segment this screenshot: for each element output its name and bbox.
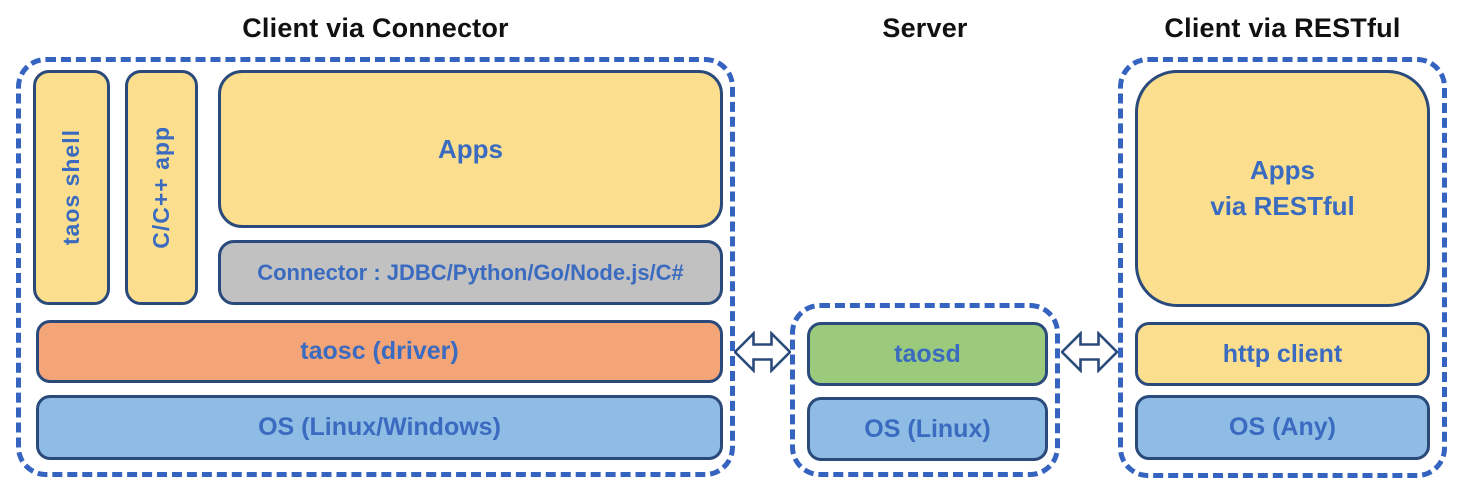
taosd-label: taosd [894, 339, 961, 368]
apps-label: Apps [438, 133, 503, 164]
os-any-box: OS (Any) [1135, 395, 1430, 460]
http-client-box: http client [1135, 322, 1430, 386]
http-client-label: http client [1222, 339, 1343, 368]
server-group [790, 303, 1060, 477]
connector-label: Connector : JDBC/Python/Go/Node.js/C# [257, 259, 684, 285]
cpp-app-box: C/C++ app [125, 70, 198, 305]
taosc-driver-label: taosc (driver) [300, 337, 459, 365]
apps-via-restful-box: Apps via RESTful [1135, 70, 1430, 307]
title-client-via-restful: Client via RESTful [1164, 13, 1401, 43]
connector-box: Connector : JDBC/Python/Go/Node.js/C# [218, 240, 723, 305]
os-linux-windows-box: OS (Linux/Windows) [36, 395, 723, 460]
os-linux-label: OS (Linux) [864, 414, 991, 443]
client-restful-group [1118, 57, 1447, 478]
cpp-app-label: C/C++ app [148, 126, 174, 249]
title-client-via-connector: Client via Connector [242, 13, 509, 43]
os-any-label: OS (Any) [1229, 413, 1336, 441]
taos-shell-label: taos shell [58, 129, 84, 246]
os-linux-windows-label: OS (Linux/Windows) [258, 413, 501, 441]
os-linux-box: OS (Linux) [807, 397, 1048, 461]
client-connector-group [16, 57, 735, 477]
taosd-box: taosd [807, 322, 1048, 386]
taosc-driver-box: taosc (driver) [36, 320, 723, 383]
apps-box: Apps [218, 70, 723, 228]
double-arrow-icon [734, 331, 791, 373]
double-arrow-icon [1061, 331, 1118, 373]
taos-shell-box: taos shell [33, 70, 110, 305]
title-server: Server [882, 13, 968, 43]
apps-via-restful-label: Apps via RESTful [1210, 155, 1355, 221]
